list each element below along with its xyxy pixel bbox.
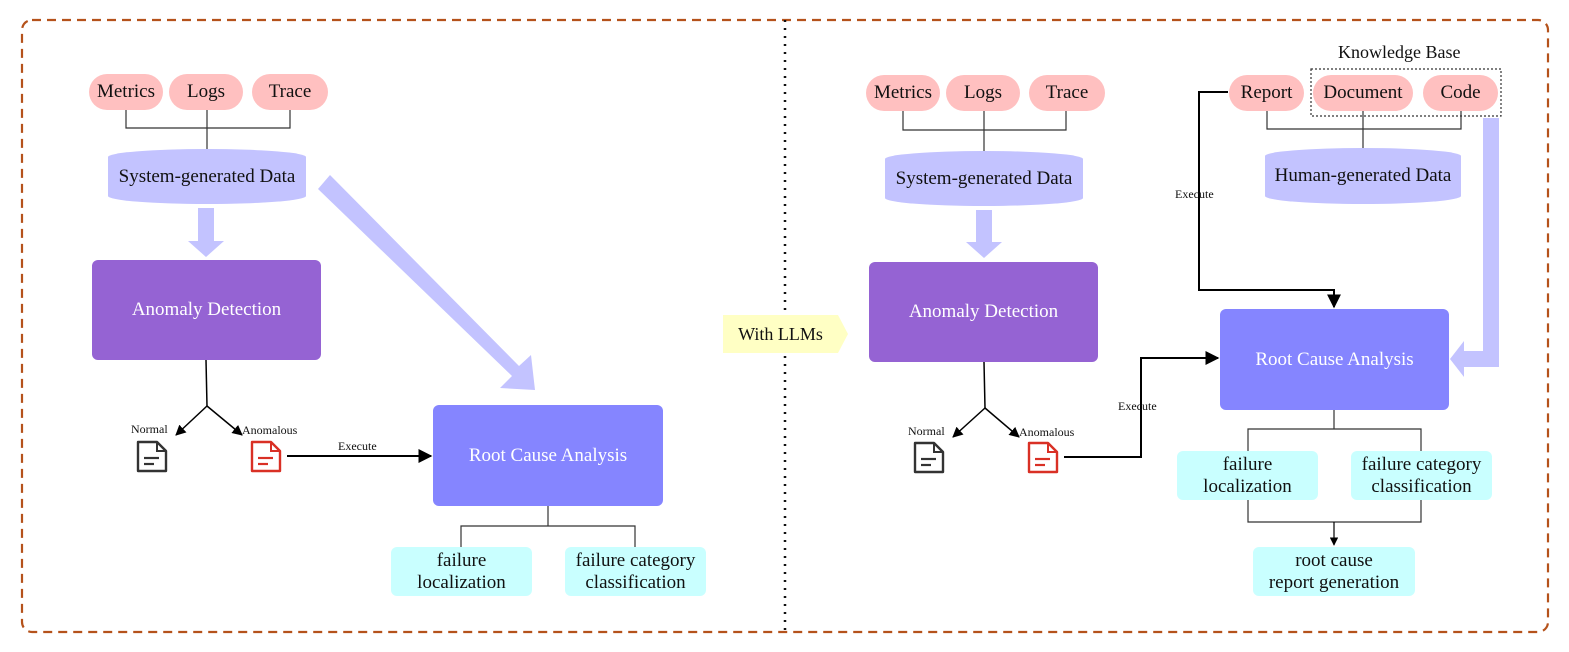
left-fork-normal	[175, 405, 208, 436]
right-anomalous-label: Anomalous	[1019, 425, 1075, 439]
right-root-cause-box: Root Cause Analysis	[1220, 309, 1449, 410]
left-failure-localization-box: failure localization	[391, 547, 532, 596]
left-failure-category-line1: failure category	[575, 549, 696, 571]
left-system-data-cylinder: System-generated Data	[108, 149, 306, 204]
left-anomaly-detection-box: Anomaly Detection	[92, 260, 321, 360]
right-code-pill: Code	[1423, 75, 1498, 111]
left-fork-stem	[205, 359, 208, 407]
right-execute-bottom-label: Execute	[1118, 399, 1157, 413]
right-failure-localization-line1: failure	[1222, 453, 1273, 475]
right-failure-category-box: failure category classification	[1351, 451, 1492, 500]
left-down-arrow	[188, 208, 224, 257]
right-document-pill: Document	[1313, 75, 1413, 111]
left-fork-anomalous	[206, 405, 243, 436]
right-normal-label: Normal	[908, 424, 945, 438]
left-input-bracket	[125, 108, 291, 150]
right-root-cause-report-line2: report generation	[1268, 571, 1400, 593]
left-failure-category-line2: classification	[585, 571, 686, 593]
right-root-cause-report-line1: root cause	[1295, 549, 1373, 571]
left-failure-localization-line1: failure	[436, 549, 487, 571]
right-input-bracket	[902, 110, 1067, 151]
right-fork-normal	[952, 407, 986, 438]
right-report-pill: Report	[1229, 75, 1304, 111]
left-output-bracket	[460, 506, 636, 548]
right-failure-category-line2: classification	[1371, 475, 1472, 497]
right-execute-arrow-bottom	[1064, 351, 1220, 458]
with-llms-tag-shape	[723, 315, 848, 353]
left-root-cause-box: Root Cause Analysis	[433, 405, 663, 506]
left-anomalous-label: Anomalous	[242, 423, 298, 437]
left-normal-doc-icon	[136, 440, 168, 473]
right-failure-localization-box: failure localization	[1177, 451, 1318, 500]
right-kb-arrow	[1450, 118, 1499, 377]
right-fork-stem	[983, 361, 986, 409]
left-anomalous-doc-icon	[250, 440, 282, 473]
left-trace-pill: Trace	[252, 74, 328, 110]
right-anomaly-detection-box: Anomaly Detection	[869, 262, 1098, 362]
left-failure-category-box: failure category classification	[565, 547, 706, 596]
right-execute-arrow-top	[1198, 91, 1341, 309]
right-failure-category-line1: failure category	[1361, 453, 1482, 475]
knowledge-base-title: Knowledge Base	[1338, 42, 1461, 62]
right-root-cause-report-box: root cause report generation	[1253, 547, 1415, 596]
left-normal-label: Normal	[131, 422, 168, 436]
right-fork-anomalous	[984, 407, 1020, 438]
right-failure-localization-line2: localization	[1203, 475, 1292, 497]
left-logs-pill: Logs	[169, 74, 243, 110]
left-failure-localization-line2: localization	[417, 571, 506, 593]
with-llms-label: With LLMs	[738, 323, 823, 344]
right-normal-doc-icon	[913, 441, 945, 474]
right-merge-bracket	[1247, 500, 1422, 523]
right-logs-pill: Logs	[946, 75, 1020, 111]
right-human-bracket	[1266, 110, 1462, 149]
right-execute-top-label: Execute	[1175, 187, 1214, 201]
right-down-arrow	[966, 210, 1002, 258]
right-trace-pill: Trace	[1029, 75, 1105, 111]
right-metrics-pill: Metrics	[866, 75, 940, 111]
right-anomalous-doc-icon	[1027, 441, 1059, 474]
right-system-data-cylinder: System-generated Data	[885, 151, 1083, 206]
left-metrics-pill: Metrics	[89, 74, 163, 110]
left-diagonal-arrow	[318, 175, 535, 390]
knowledge-base-box	[1310, 68, 1502, 117]
left-execute-label: Execute	[338, 439, 377, 453]
right-output-bracket	[1247, 410, 1422, 451]
right-human-data-cylinder: Human-generated Data	[1265, 148, 1461, 204]
